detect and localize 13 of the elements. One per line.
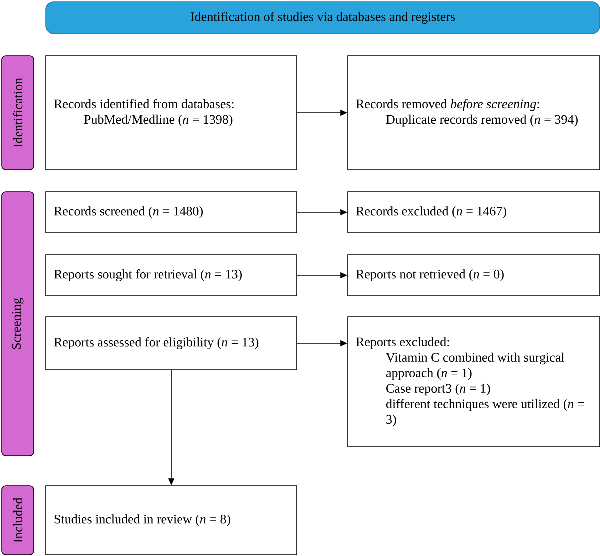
phase-label: Screening	[2, 192, 34, 456]
process-box: Records identified from databases: PubMed/Medline (n = 1398)	[46, 56, 298, 170]
process-box: Studies included in review (n = 8)	[46, 486, 298, 556]
title-banner: Identification of studies via databases and registers	[46, 2, 600, 34]
process-box: Records removed before screening: Duplicate records removed (n = 394)	[348, 56, 600, 170]
process-box: Reports not retrieved (n = 0)	[348, 254, 600, 296]
process-box: Reports excluded: Vitamin C combined with surgical approach (n = 1) Case report3 (n = 1) different techniques were utilized (n = 3)	[348, 316, 600, 448]
process-box: Records screened (n = 1480)	[46, 192, 298, 234]
process-box: Records excluded (n = 1467)	[348, 192, 600, 234]
phase-label: Identification	[2, 56, 34, 170]
phase-label: Included	[2, 486, 34, 556]
process-box: Reports assessed for eligibility (n = 13)	[46, 316, 298, 370]
process-box: Reports sought for retrieval (n = 13)	[46, 254, 298, 296]
